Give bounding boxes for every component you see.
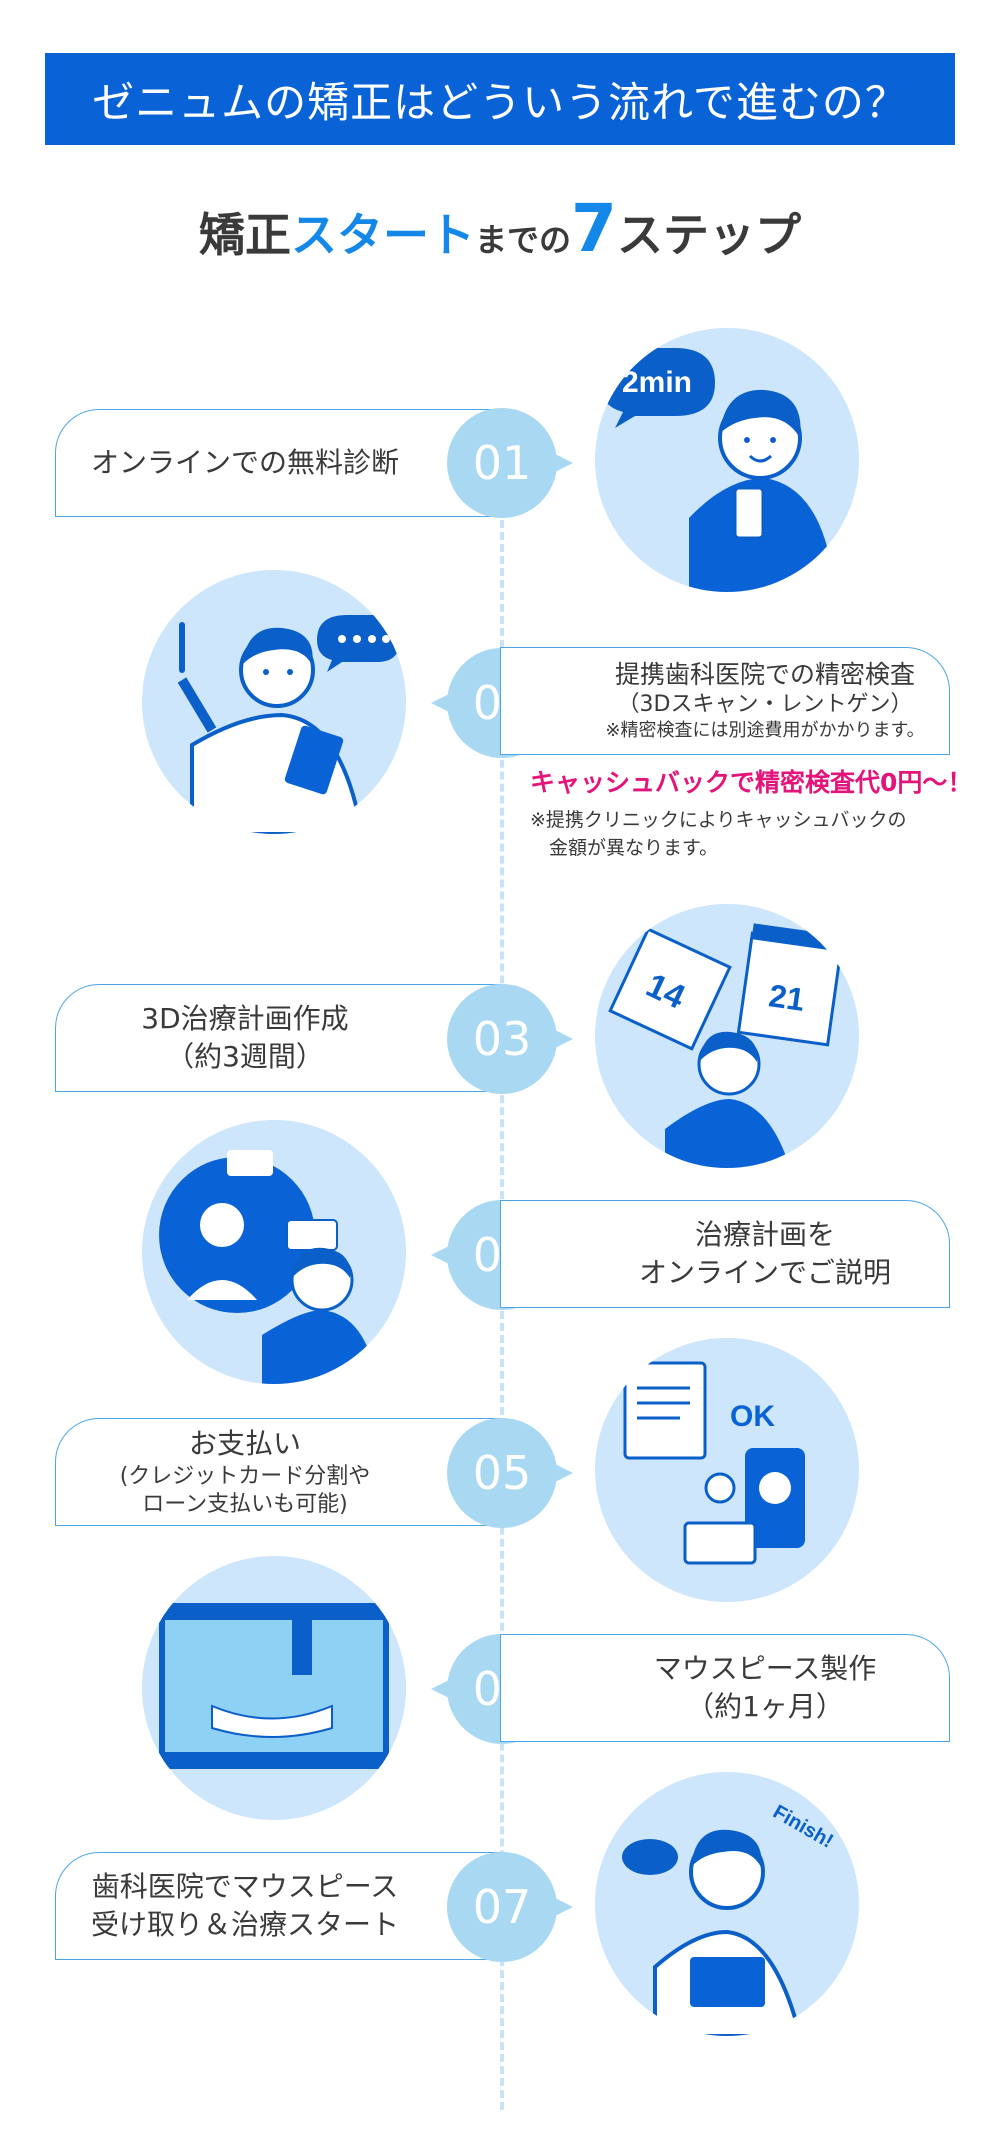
step-05-detail-line-2: ローン支払いも可能) [142,1492,348,1517]
day-21-text: 21 [767,977,807,1018]
step-04-box: 治療計画を オンラインでご説明 [500,1200,950,1308]
dentist-icon [142,570,406,834]
payment-icon: OK [595,1338,859,1602]
subtitle-part-2: スタート [291,208,476,262]
step-05-box: お支払い (クレジットカード分割や ローン支払いも可能) [55,1418,505,1526]
step-05-detail-line-1: (クレジットカード分割や [119,1464,371,1489]
step-03-number: 03 [447,984,573,1094]
steps-subtitle: 矯正スタートまでの7ステップ [0,190,1000,267]
step-02-detail: （3Dスキャン・レントゲン） [617,692,913,717]
page-title: ゼニュムの矯正はどういう流れで進むの？ [92,77,908,127]
phone-user-icon: 2min [595,328,859,592]
step-04-label-line-1: 治療計画を [694,1218,835,1251]
step-04-label-line-2: オンラインでご説明 [638,1256,891,1289]
step-03-box: 3D治療計画作成 （約3週間） [55,984,505,1092]
subtitle-part-1: 矯正 [199,208,292,262]
consultation-icon [142,1120,406,1384]
step-07-box: 歯科医院でマウスピース 受け取り＆治療スタート [55,1852,505,1960]
cashback-note: ※提携クリニックによりキャッシュバックの 金額が異なります。 [530,806,907,862]
subtitle-part-3: までの [475,221,572,259]
time-badge-text: 2min [622,366,692,399]
step-02-box: 提携歯科医院での精密検査 （3Dスキャン・レントゲン） ※精密検査には別途費用が… [500,647,950,755]
cashback-note-line-2: 金額が異なります。 [530,837,719,859]
step-03-detail: （約3週間） [166,1040,324,1073]
step-06-box: マウスピース製作 （約1ヶ月） [500,1634,950,1742]
printer-icon [142,1556,406,1820]
finish-text: Finish! [769,1801,837,1853]
step-02-label: 提携歯科医院での精密検査 [614,660,915,689]
calendar-icon: 14 21 [595,904,859,1168]
ok-text: OK [730,1400,775,1433]
step-07-number: 07 [447,1852,573,1962]
step-07-label-line-1: 歯科医院でマウスピース [91,1870,399,1903]
subtitle-step-count: 7 [571,190,617,267]
cashback-note-line-1: ※提携クリニックによりキャッシュバックの [530,809,907,831]
step-02-note: ※精密検査には別途費用がかかります。 [605,720,925,741]
subtitle-part-5: ステップ [616,208,801,262]
finish-icon: Finish! [595,1772,859,2036]
timeline-line [500,520,504,2110]
step-01-number: 01 [447,408,573,518]
step-03-label: 3D治療計画作成 [141,1002,349,1035]
page-title-banner: ゼニュムの矯正はどういう流れで進むの？ [45,53,955,145]
step-07-label-line-2: 受け取り＆治療スタート [90,1908,399,1941]
cashback-headline: キャッシュバックで精密検査代0円〜！ [530,768,973,797]
step-01-label: オンラインでの無料診断 [90,446,399,479]
step-05-number: 05 [447,1418,573,1528]
step-01-box: オンラインでの無料診断 [55,409,505,517]
step-05-label: お支払い [188,1427,301,1460]
step-06-label: マウスピース製作 [653,1652,877,1685]
step-06-detail: （約1ヶ月） [686,1690,844,1723]
